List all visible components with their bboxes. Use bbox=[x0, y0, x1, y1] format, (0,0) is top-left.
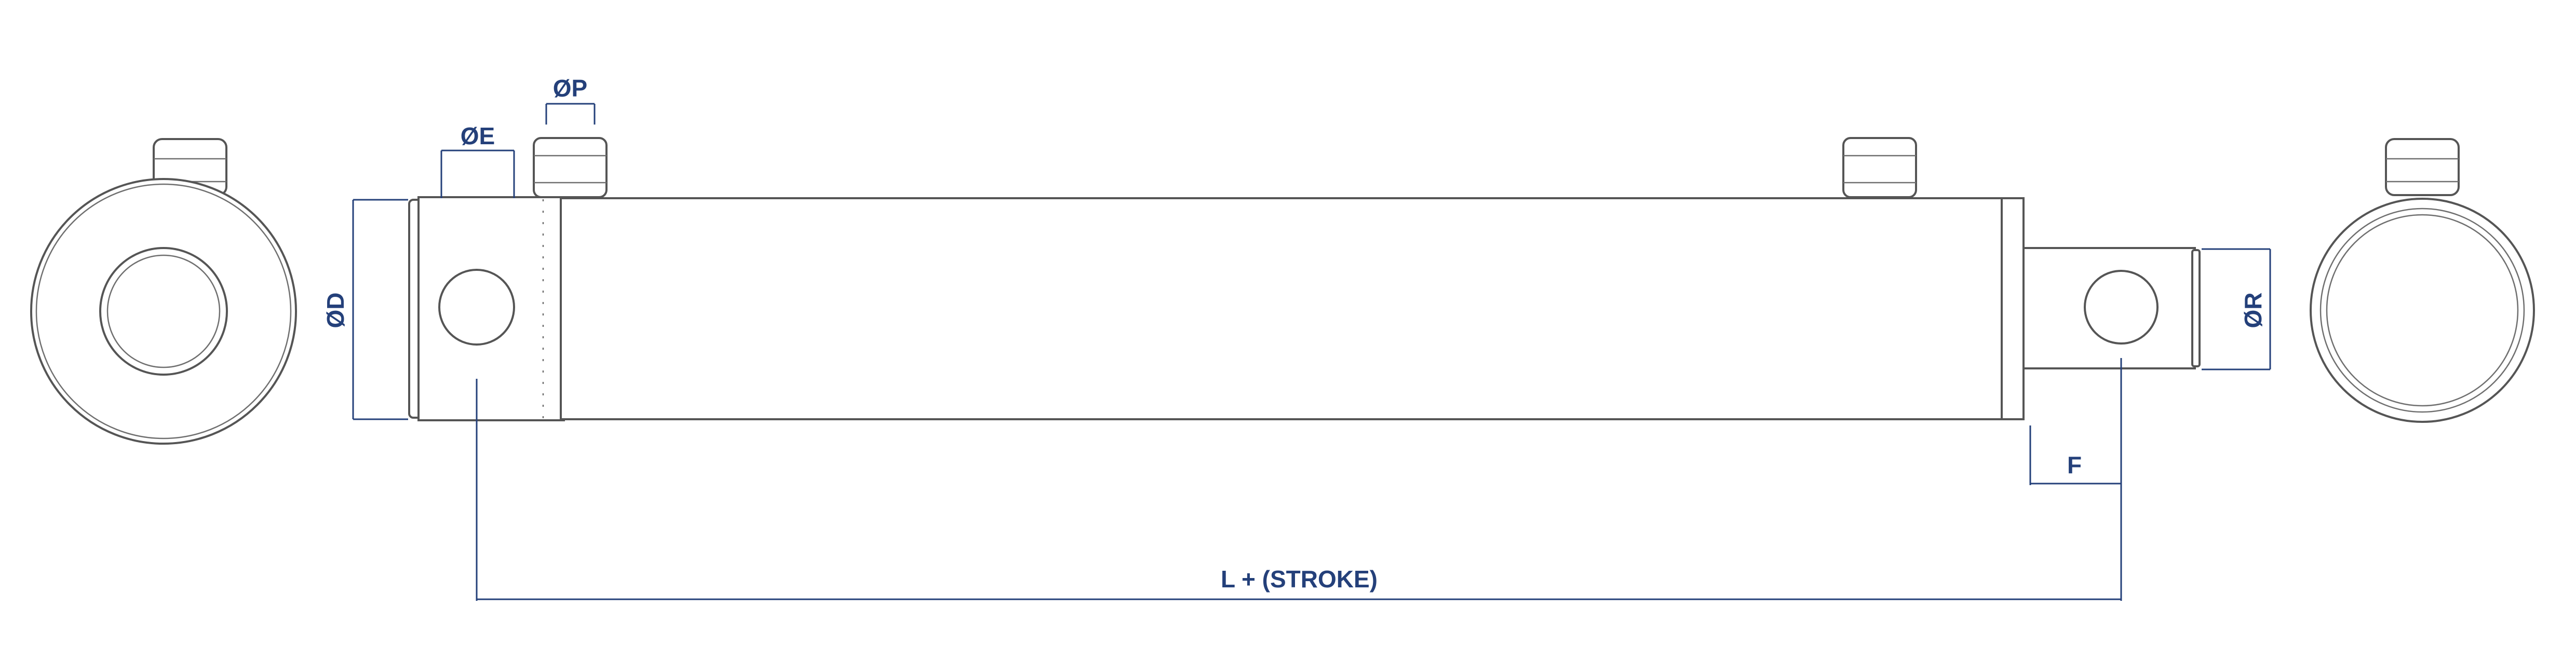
dimension-dia-d: ØD bbox=[322, 199, 408, 420]
right-end-view-barrel bbox=[2310, 198, 2535, 423]
rear-port-fitting bbox=[533, 137, 608, 198]
front-port-fitting bbox=[1842, 137, 1917, 198]
right-end-view-port-fitting bbox=[2385, 138, 2460, 196]
dimension-dia-e: ØE bbox=[440, 122, 515, 198]
barrel bbox=[560, 197, 2003, 420]
length-label: L + (STROKE) bbox=[1221, 566, 1378, 593]
dimension-length: L + (STROKE) bbox=[476, 358, 2122, 601]
dimension-dia-p: ØP bbox=[545, 75, 596, 125]
left-end-view-pin-bore bbox=[99, 247, 228, 376]
rod-pin-hole bbox=[2084, 270, 2159, 345]
f-label: F bbox=[2067, 451, 2082, 478]
dimension-f: F bbox=[2029, 425, 2121, 485]
rear-pin-hole bbox=[438, 269, 515, 346]
right-end-view bbox=[2310, 138, 2535, 423]
dia-e-label: ØE bbox=[461, 122, 495, 149]
left-end-view bbox=[30, 138, 297, 445]
rod-eye-chamfer bbox=[2191, 249, 2201, 367]
cylinder-side-view bbox=[408, 137, 2201, 421]
dimension-dia-r: ØR bbox=[2202, 248, 2271, 370]
barrel-head bbox=[2001, 197, 2025, 420]
dia-d-label: ØD bbox=[322, 293, 349, 328]
dia-p-label: ØP bbox=[553, 75, 587, 102]
dia-r-label: ØR bbox=[2240, 293, 2267, 328]
dimensions: ØP ØE ØD ØR F bbox=[322, 75, 2271, 601]
